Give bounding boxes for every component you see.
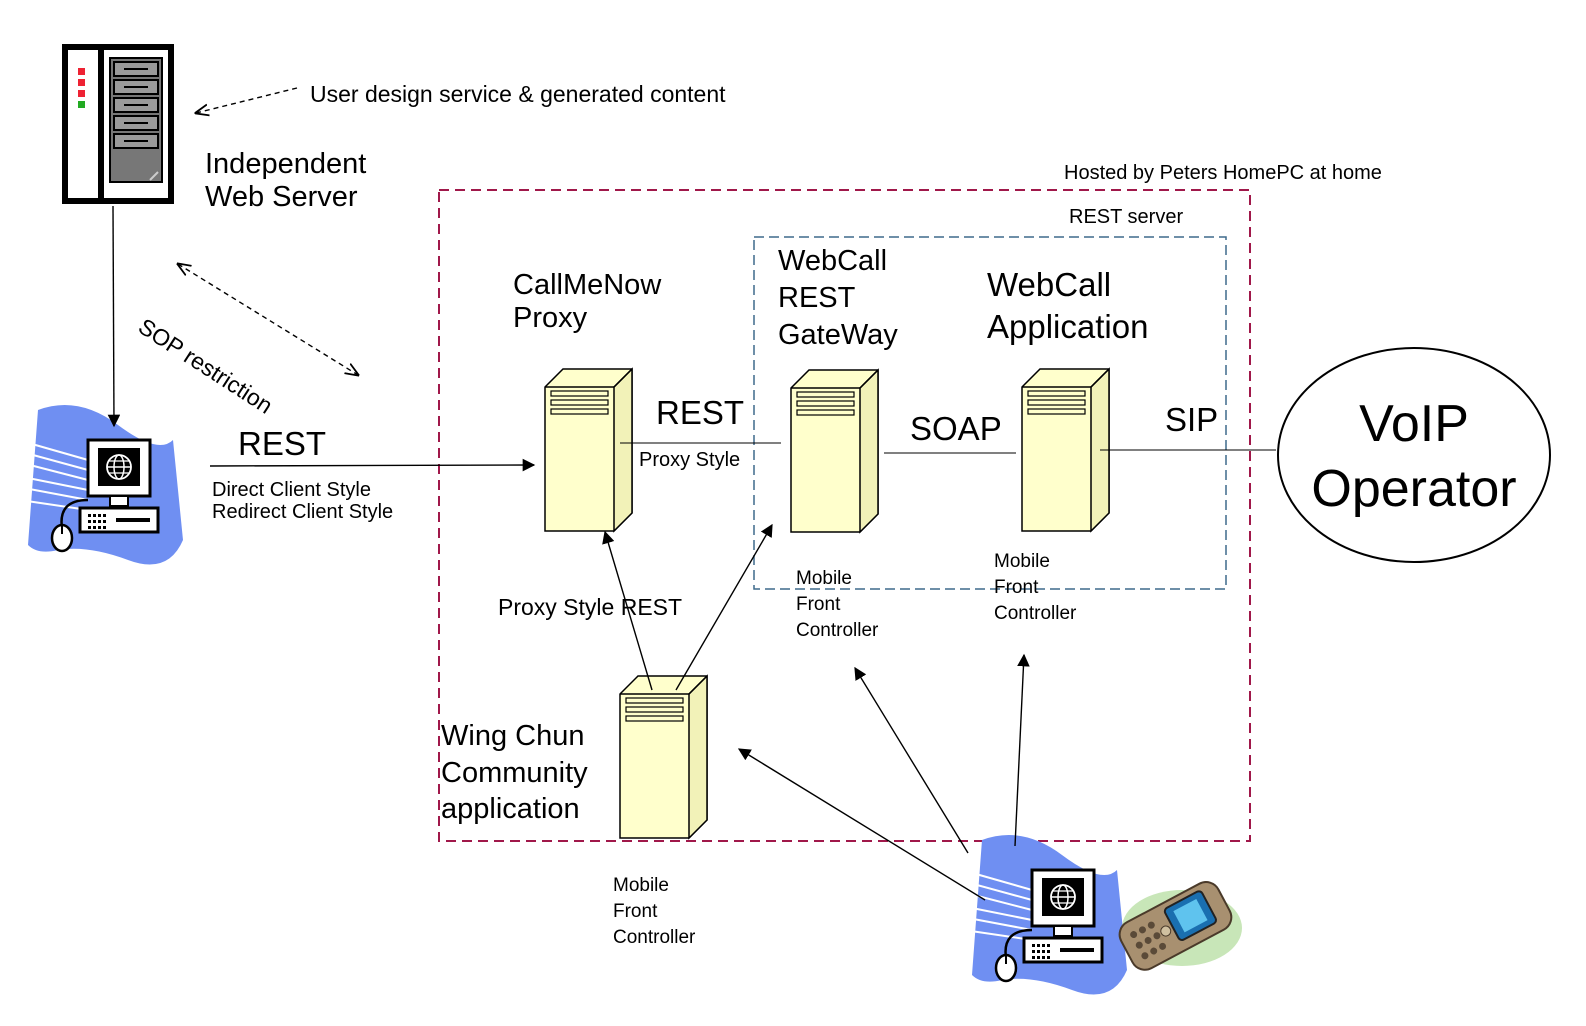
user-design-label: User design service & generated content [310, 81, 726, 107]
mobile-to-wingchun-arrow [737, 748, 986, 901]
voip-operator-node [1277, 347, 1551, 563]
soap-label: SOAP [910, 410, 1002, 447]
wing-chun-label: Wing Chun Community application [441, 720, 588, 826]
networked-computer-icon [960, 833, 1129, 996]
wingchun-to-gateway-arrow [675, 523, 773, 691]
proxy-style-rest-label: Proxy Style REST [498, 594, 683, 620]
connectors [107, 87, 1276, 901]
mobile-to-gateway-arrow [854, 666, 969, 854]
webcall-application-label: WebCall Application [987, 266, 1149, 345]
web-server-rack-icon [62, 44, 174, 204]
user-design-arrow [196, 87, 298, 113]
voip-operator-label: VoIP Operator [1311, 395, 1517, 518]
redirect-client-style-label: Redirect Client Style [212, 501, 394, 523]
sip-label: SIP [1165, 401, 1219, 438]
client-rest-label: REST [238, 425, 327, 462]
application-mobile-front-controller-label: Mobile Front Controller [994, 551, 1077, 625]
client-rest-arrow [209, 458, 536, 472]
hosted-by-label: Hosted by Peters HomePC at home [1064, 162, 1382, 184]
server-tower-icon [544, 368, 633, 532]
server-tower-icon [790, 369, 879, 533]
proxy-rest-label: REST [656, 394, 745, 431]
callmenow-proxy-label: CallMeNow Proxy [513, 269, 662, 335]
hosted-boundary [438, 189, 1251, 842]
independent-web-server-label: Independent Web Server [205, 148, 367, 214]
server-tower-icon [619, 675, 708, 839]
wingchun-to-proxy-arrow [602, 530, 653, 691]
server-tower-icon [1021, 368, 1110, 532]
proxy-style-label: Proxy Style [639, 449, 741, 471]
rest-server-label: REST server [1069, 206, 1184, 228]
gateway-mobile-front-controller-label: Mobile Front Controller [796, 568, 879, 642]
web-server-to-client-arrow [107, 205, 121, 428]
mobile-phone-icon [1118, 881, 1242, 971]
wingchun-mobile-front-controller-label: Mobile Front Controller [613, 875, 696, 949]
direct-client-style-label: Direct Client Style [212, 479, 371, 501]
mobile-to-application-arrow [1014, 653, 1030, 847]
networked-computer-icon [16, 403, 185, 566]
rest-server-boundary [753, 236, 1227, 590]
webcall-gateway-label: WebCall REST GateWay [778, 245, 898, 351]
